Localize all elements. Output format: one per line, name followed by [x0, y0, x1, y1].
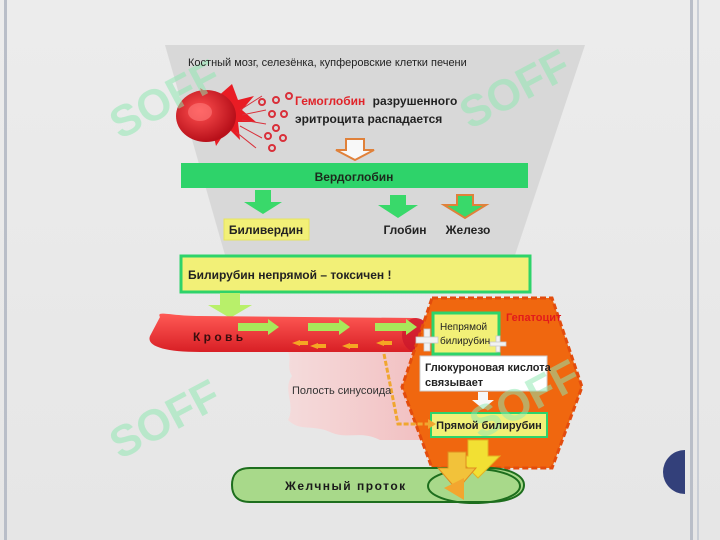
biliverdin-box [223, 218, 310, 241]
hepatocyte-label: Гепатоцит [506, 312, 562, 324]
indirect-bilirubin-band [179, 254, 532, 294]
flow-line-blood-to-hepatocyte [382, 353, 430, 426]
arrow-to-bile-duct-left [436, 451, 478, 491]
hemoglobin-label: Гемоглобин разрушенного [295, 94, 457, 108]
verdoglobin-band [181, 163, 528, 188]
slide-right-border-inner [697, 0, 699, 540]
arrow-to-direct-bilirubin [472, 392, 494, 409]
hemoglobin-word: Гемоглобин [295, 94, 365, 108]
blood-vessel [149, 313, 431, 352]
glucuronic-line2: связывает [425, 377, 484, 389]
arrow-bile-small [444, 478, 464, 500]
plus-left-icon [415, 328, 439, 352]
slide-right-border [690, 0, 693, 540]
flow-line-arrowhead [428, 419, 436, 429]
arrow-to-biliverdin [244, 190, 282, 214]
arrow-to-iron [440, 194, 490, 220]
arrow-to-globin [378, 195, 418, 218]
biliverdin-label: Биливердин [229, 223, 303, 237]
verdoglobin-label: Вердоглобин [315, 170, 394, 184]
iron-label: Железо [445, 223, 491, 237]
plus-right-icon [489, 335, 507, 353]
bile-duct-label: Желчный проток [284, 479, 407, 493]
source-organs-label: Костный мозг, селезёнка, купферовские кл… [188, 57, 467, 69]
glucuronic-line1: Глюкуроновая кислота [425, 362, 552, 374]
hemoglobin-line2: эритроцита распадается [295, 112, 442, 126]
watermark-text: SOFF [102, 370, 229, 468]
indirect-bilirubin-line2: билирубин [440, 335, 490, 347]
direct-bilirubin-label: Прямой билирубин [436, 420, 542, 432]
indirect-bilirubin-toxic-label: Билирубин непрямой – токсичен ! [188, 268, 392, 282]
globin-label: Глобин [383, 223, 426, 237]
slide-nav-dot[interactable] [663, 450, 685, 494]
blood-label: К р о в ь [193, 330, 243, 344]
indirect-bilirubin-line1: Непрямой [440, 322, 487, 333]
slide-left-border [4, 0, 7, 540]
hemoglobin-rest: разрушенного [373, 94, 458, 108]
sinusoid-label: Полость синусоида [292, 385, 392, 397]
glucuronic-acid-box [419, 355, 548, 392]
arrow-to-verdoglobin [335, 138, 375, 162]
erythrocyte-icon [176, 84, 293, 152]
indirect-bilirubin-box [431, 311, 501, 356]
arrow-to-blood [208, 293, 252, 318]
